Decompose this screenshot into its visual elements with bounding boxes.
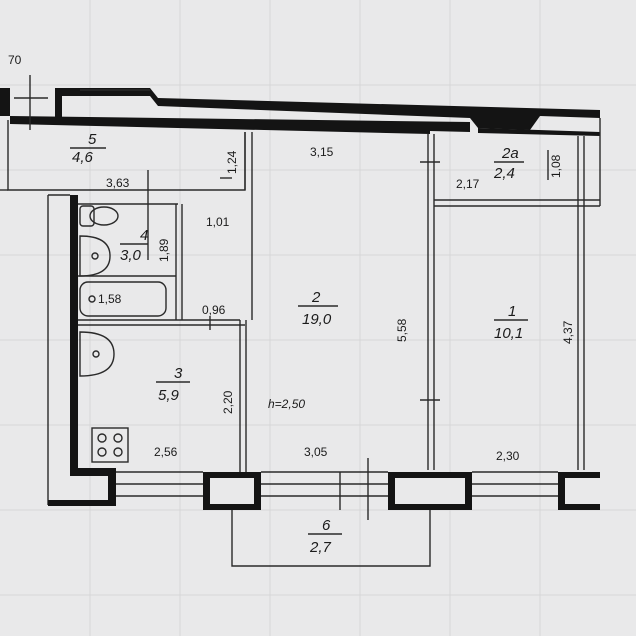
balcony-outline: [231, 510, 431, 567]
stove-icon: [91, 427, 129, 463]
room-4-area: 3,0: [120, 247, 142, 264]
room-5-number: 5: [88, 131, 97, 148]
sink-icon: [79, 235, 111, 277]
room-3-number: 3: [174, 365, 183, 382]
room-6-number: 6: [322, 517, 331, 534]
dim-2-20: 2,20: [221, 390, 235, 414]
dim-3-05: 3,05: [304, 445, 328, 459]
interior-walls: [0, 75, 601, 505]
dim-1-89: 1,89: [157, 238, 171, 262]
room-4-number: 4: [140, 227, 148, 244]
dim-1-58: 1,58: [98, 292, 122, 306]
dim-4-37: 4,37: [561, 320, 575, 344]
dim-3-15: 3,15: [310, 145, 334, 159]
room-6-area: 2,7: [309, 539, 332, 556]
top-exterior-wall: [0, 88, 600, 130]
dim-0-96: 0,96: [202, 303, 226, 317]
dim-2-17: 2,17: [456, 177, 480, 191]
dim-1-08: 1,08: [549, 154, 563, 178]
ceiling-height-label: h=2,50: [268, 397, 305, 411]
kitchen-sink-icon: [79, 331, 115, 377]
room-1-number: 1: [508, 303, 516, 320]
room-1-area: 10,1: [494, 325, 523, 342]
room-3-area: 5,9: [158, 387, 180, 404]
dim-1-24: 1,24: [225, 150, 239, 174]
bathtub-icon: [79, 281, 167, 317]
dim-3-63: 3,63: [106, 176, 130, 190]
room-2-area: 19,0: [302, 311, 332, 328]
bottom-exterior-wall: [48, 458, 600, 520]
dim-2-56: 2,56: [154, 445, 178, 459]
toilet-icon: [79, 205, 119, 227]
dim-5-58: 5,58: [395, 318, 409, 342]
dim-1-01: 1,01: [206, 215, 230, 229]
dim-2-30: 2,30: [496, 449, 520, 463]
room-5-area: 4,6: [72, 149, 94, 166]
room-2a-number: 2а: [501, 145, 519, 162]
room-2-number: 2: [311, 289, 321, 306]
corner-mark-label: 70: [8, 53, 22, 67]
room-2a-area: 2,4: [493, 165, 515, 182]
